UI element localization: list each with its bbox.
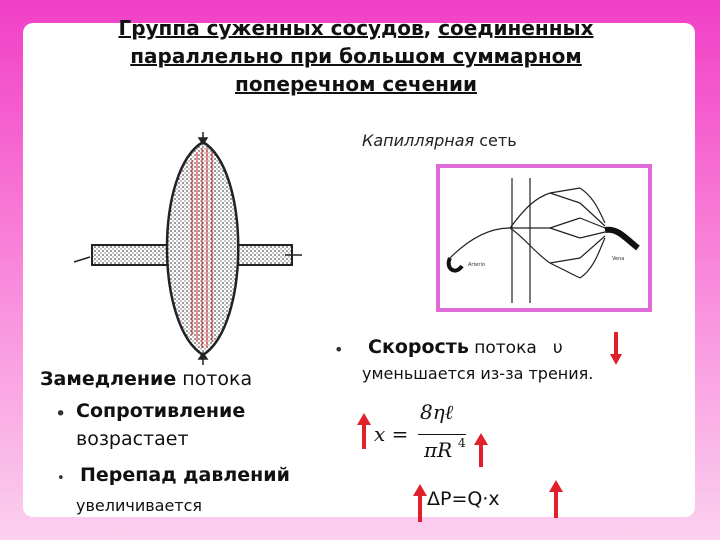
speed-symbol: υ [552,338,563,358]
pressure-up-arrow-right [549,480,563,518]
pressure-title: Перепад давлений [80,464,290,486]
pressure-text: увеличивается [76,496,203,515]
capillary-label-rest: сеть [474,131,517,150]
pressure-up-arrow-left [413,484,427,522]
title-part-2: соединенных [438,16,594,40]
capillary-figure-frame: Arterio Vena [436,164,652,312]
vein-trunk [604,226,640,251]
formula-denominator: πR [424,438,453,462]
slide-title: Группа суженных сосудов, соединенных пар… [0,14,712,98]
figure-label-right: Vena [612,256,624,262]
vessel-bulge [165,140,240,357]
capillary-label: Капиллярная сеть [362,131,517,150]
bullet-dot-speed: • [334,340,344,359]
bullet-dot-pressure: • [57,471,65,486]
pressure-formula: ΔP=Q·x [427,488,500,510]
resistance-title: Сопротивление [76,400,246,422]
title-comma: , [423,16,439,40]
slowdown-rest: потока [176,368,253,390]
flow-arrows [73,132,302,365]
red-grid [191,148,213,348]
title-line-2: параллельно при большом суммарном [130,44,582,68]
formula-lhs: x = [374,422,409,446]
vessel-diagram [73,132,302,365]
resistance-up-arrow-right [474,433,488,467]
speed-bold: Скорость [368,336,469,358]
speed-line-1: Скорость потока υ [368,336,563,358]
formula-bar [418,434,466,435]
title-part-1: Группа суженных сосудов [118,16,424,40]
artery-trunk [446,257,464,273]
capillary-label-italic: Капиллярная [362,131,475,150]
figure-label-left: Arterio [468,262,485,268]
formula-exponent: 4 [458,436,466,450]
resistance-formula: x = 8ηℓ πR 4 [374,400,474,470]
slowdown-bold: Замедление [40,368,177,390]
bullet-dot-resistance: • [55,403,67,425]
speed-line-2: уменьшается из-за трения. [362,364,594,383]
capillary-network: Arterio Vena [446,178,640,303]
resistance-text: возрастает [76,428,189,450]
slowdown-line: Замедление потока [40,368,252,390]
resistance-up-arrow-left [357,413,371,449]
formula-numerator: 8ηℓ [420,400,454,424]
speed-down-arrow [610,332,622,365]
speed-rest: потока [468,338,537,358]
title-line-3: поперечном сечении [235,72,477,96]
